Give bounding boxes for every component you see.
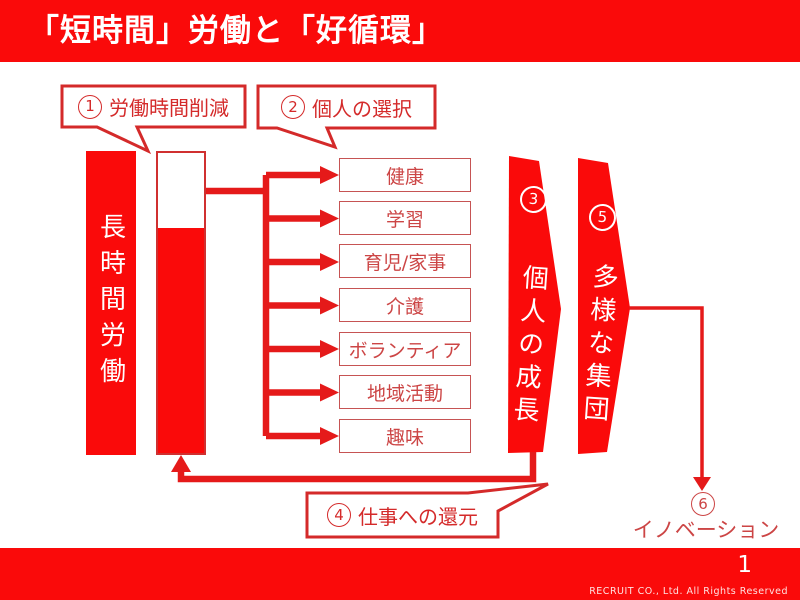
circled-number-6-digit: 6 [691, 492, 715, 516]
page-number: 1 [737, 552, 752, 578]
circled-number-4: 4 [327, 503, 351, 527]
personal-growth-label: 個人の成長 [507, 262, 550, 430]
arrow-icon-nursing [320, 296, 339, 315]
activity-box-childcare: 育児/家事 [339, 244, 471, 278]
callout-return-to-work-bubble [305, 482, 549, 539]
slide-title: 「短時間」労働と「好循環」 [28, 13, 444, 49]
arrow-icon-community [320, 383, 339, 402]
activity-box-community: 地域活動 [339, 375, 471, 409]
activity-box-volunteer: ボランティア [339, 332, 471, 366]
activity-box-health: 健康 [339, 158, 471, 192]
long-hours-bar: 長時間労働 [86, 151, 136, 455]
short-hours-bar-fill [158, 228, 204, 453]
callout-reduce-hours-bubble [60, 84, 247, 155]
title-bar [0, 0, 800, 62]
activity-box-nursing: 介護 [339, 288, 471, 322]
copyright-text: RECRUIT CO., Ltd. All Rights Reserved [589, 586, 788, 597]
short-hours-bar [156, 151, 206, 455]
circled-number-5-digit: 5 [588, 203, 617, 232]
diverse-groups-label: 多様な集団 [577, 261, 620, 429]
circled-number-3-digit: 3 [519, 185, 548, 214]
arrow-icon-learning [320, 209, 339, 228]
callout-personal-choice: 2 個人の選択 [258, 86, 435, 128]
activity-box-hobby: 趣味 [339, 419, 471, 453]
arrow-icon-volunteer [320, 340, 339, 358]
circled-number-5: 5 [588, 203, 617, 232]
activity-box-learning: 学習 [339, 201, 471, 235]
feedback-loop-line [177, 452, 537, 483]
callout-return-to-work-label: 仕事への還元 [358, 504, 478, 529]
arrow-icon-hobby [320, 427, 339, 445]
long-hours-label: 長時間労働 [95, 213, 126, 393]
callout-personal-choice-label: 個人の選択 [312, 96, 412, 121]
circled-number-1: 1 [78, 94, 102, 119]
callout-return-to-work: 4 仕事への還元 [307, 493, 498, 537]
personal-growth-shape [508, 156, 561, 453]
innovation-label: イノベーション [632, 518, 780, 542]
arrow-icon-innovation-down [693, 477, 711, 491]
callout-reduce-hours: 1 労働時間削減 [62, 86, 245, 127]
circled-number-6: 6 [691, 492, 715, 516]
circled-number-3: 3 [519, 185, 548, 214]
callout-reduce-hours-label: 労働時間削減 [109, 96, 229, 120]
circled-number-2: 2 [281, 95, 305, 119]
arrow-icon-childcare [320, 253, 339, 271]
diverse-groups-shape [578, 158, 630, 454]
innovation-line [629, 306, 704, 479]
arrow-icon-feedback-up [171, 455, 191, 472]
footer-bar [0, 548, 800, 600]
arrow-icon-health [320, 166, 339, 184]
